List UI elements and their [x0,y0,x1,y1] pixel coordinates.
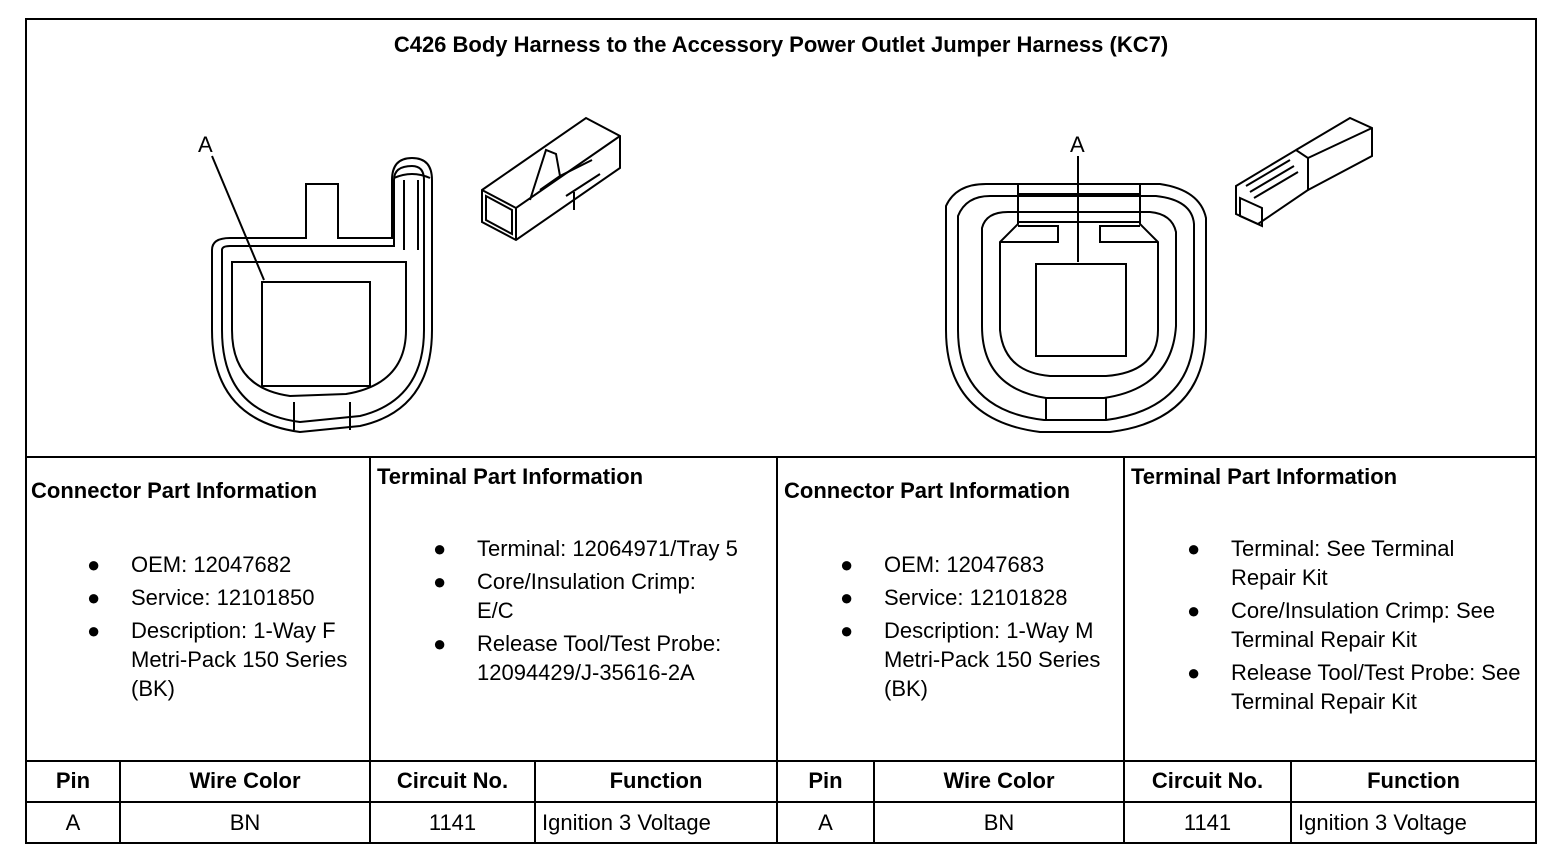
list-item: ●Service: 12101828 [840,585,1068,610]
list-item: ●Description: 1-Way F Metri-Pack 150 Ser… [87,618,348,701]
right-callout-label: A [1070,132,1085,157]
cell-wire-color-left: BN [229,810,261,835]
cell-function-right: Ignition 3 Voltage [1298,810,1467,835]
cell-wire-color-right: BN [983,810,1015,835]
divider-col-2 [776,456,778,844]
list-item: ●Core/Insulation Crimp: See Terminal Rep… [1187,598,1496,652]
male-connector-face-drawing [945,156,1207,433]
right-terminal-list: ●Terminal: See Terminal Repair Kit ●Core… [1131,534,1531,716]
divider-pin-right [873,760,875,844]
female-terminal-drawing [481,116,621,242]
right-connector-heading: Connector Part Information [784,478,1071,503]
right-terminal-info: Terminal Part Information ●Terminal: See… [1131,464,1531,720]
header-circuit-right: Circuit No. [1151,768,1264,793]
divider-pin-left [119,760,121,844]
cell-pin-right: A [818,810,833,835]
cell-circuit-right: 1141 [1183,810,1232,835]
left-connector-list: ●OEM: 12047682 ●Service: 12101850 ●Descr… [31,550,367,703]
page-title: C426 Body Harness to the Accessory Power… [393,32,1169,57]
divider-table-header [25,801,1537,803]
list-item: ●OEM: 12047682 [87,552,292,577]
divider-col-1 [369,456,371,844]
header-function-left: Function [609,768,703,793]
list-item: ●Release Tool/Test Probe: 12094429/J-356… [433,631,722,685]
divider-info-top [25,456,1537,458]
divider-function-right [1290,760,1292,844]
header-wire-color-right: Wire Color [943,768,1055,793]
cell-pin-left: A [65,810,81,835]
header-pin-left: Pin [55,768,91,793]
header-wire-color-left: Wire Color [189,768,301,793]
header-pin-right: Pin [808,768,843,793]
cell-circuit-left: 1141 [428,810,477,835]
divider-table-top [25,760,1537,762]
female-connector-face-drawing [211,155,433,434]
divider-function-left [534,760,536,844]
male-terminal-drawing [1235,116,1373,228]
list-item: ●Core/Insulation Crimp: E/C [433,569,696,623]
left-connector-heading: Connector Part Information [31,478,318,503]
left-terminal-heading: Terminal Part Information [377,464,644,489]
header-circuit-left: Circuit No. [396,768,509,793]
divider-col-3 [1123,456,1125,844]
list-item: ●Terminal: See Terminal Repair Kit [1187,536,1455,590]
header-function-right: Function [1367,768,1460,793]
right-terminal-heading: Terminal Part Information [1131,464,1398,489]
left-connector-info: Connector Part Information ●OEM: 1204768… [31,478,367,707]
list-item: ●Service: 12101850 [87,585,315,610]
connector-sheet: C426 Body Harness to the Accessory Power… [25,18,1537,844]
list-item: ●OEM: 12047683 [840,552,1045,577]
left-callout-label: A [198,132,213,157]
right-connector-info: Connector Part Information ●OEM: 1204768… [784,478,1120,707]
list-item: ●Release Tool/Test Probe: See Terminal R… [1187,660,1521,714]
right-connector-list: ●OEM: 12047683 ●Service: 12101828 ●Descr… [784,550,1120,703]
left-terminal-info: Terminal Part Information ●Terminal: 120… [377,464,773,691]
list-item: ●Terminal: 12064971/Tray 5 [433,536,738,561]
list-item: ●Description: 1-Way M Metri-Pack 150 Ser… [840,618,1101,701]
left-terminal-list: ●Terminal: 12064971/Tray 5 ●Core/Insulat… [377,534,773,687]
cell-function-left: Ignition 3 Voltage [542,810,711,835]
